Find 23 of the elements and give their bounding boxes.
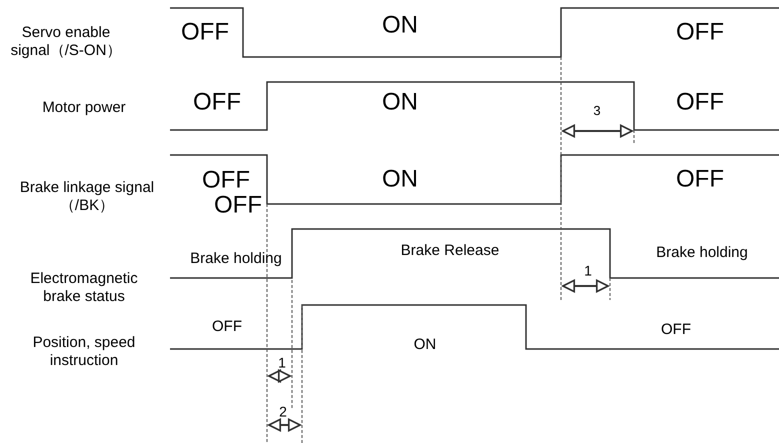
state-label: ON [414,336,436,354]
state-label: Brake holding [656,244,748,262]
state-label: ON [382,12,418,40]
state-label: ON [382,166,418,194]
interval-number: 2 [279,404,287,420]
state-label: OFF [676,166,724,194]
signal-name: Electromagnetic brake status [29,270,139,306]
interval-number: 3 [593,103,601,119]
interval-number: 1 [278,354,286,372]
state-label: OFF [676,88,724,118]
state-label: Brake Release [400,242,500,260]
state-label: OFF [661,321,691,339]
signal-name: Motor power [42,99,126,117]
signal-name: Brake linkage signal（/BK） [18,179,156,215]
state-label: OFF [676,18,724,48]
state-label: OFF [193,88,241,118]
state-label: ON [382,88,418,118]
signal-name: Servo enable signal（/S-ON） [10,24,122,60]
interval-number: 1 [584,262,592,280]
state-label: OFF [181,18,229,48]
signal-name: Position, speed instruction [32,334,136,370]
state-label: OFF [212,318,242,336]
state-label: Brake holding [190,250,282,268]
